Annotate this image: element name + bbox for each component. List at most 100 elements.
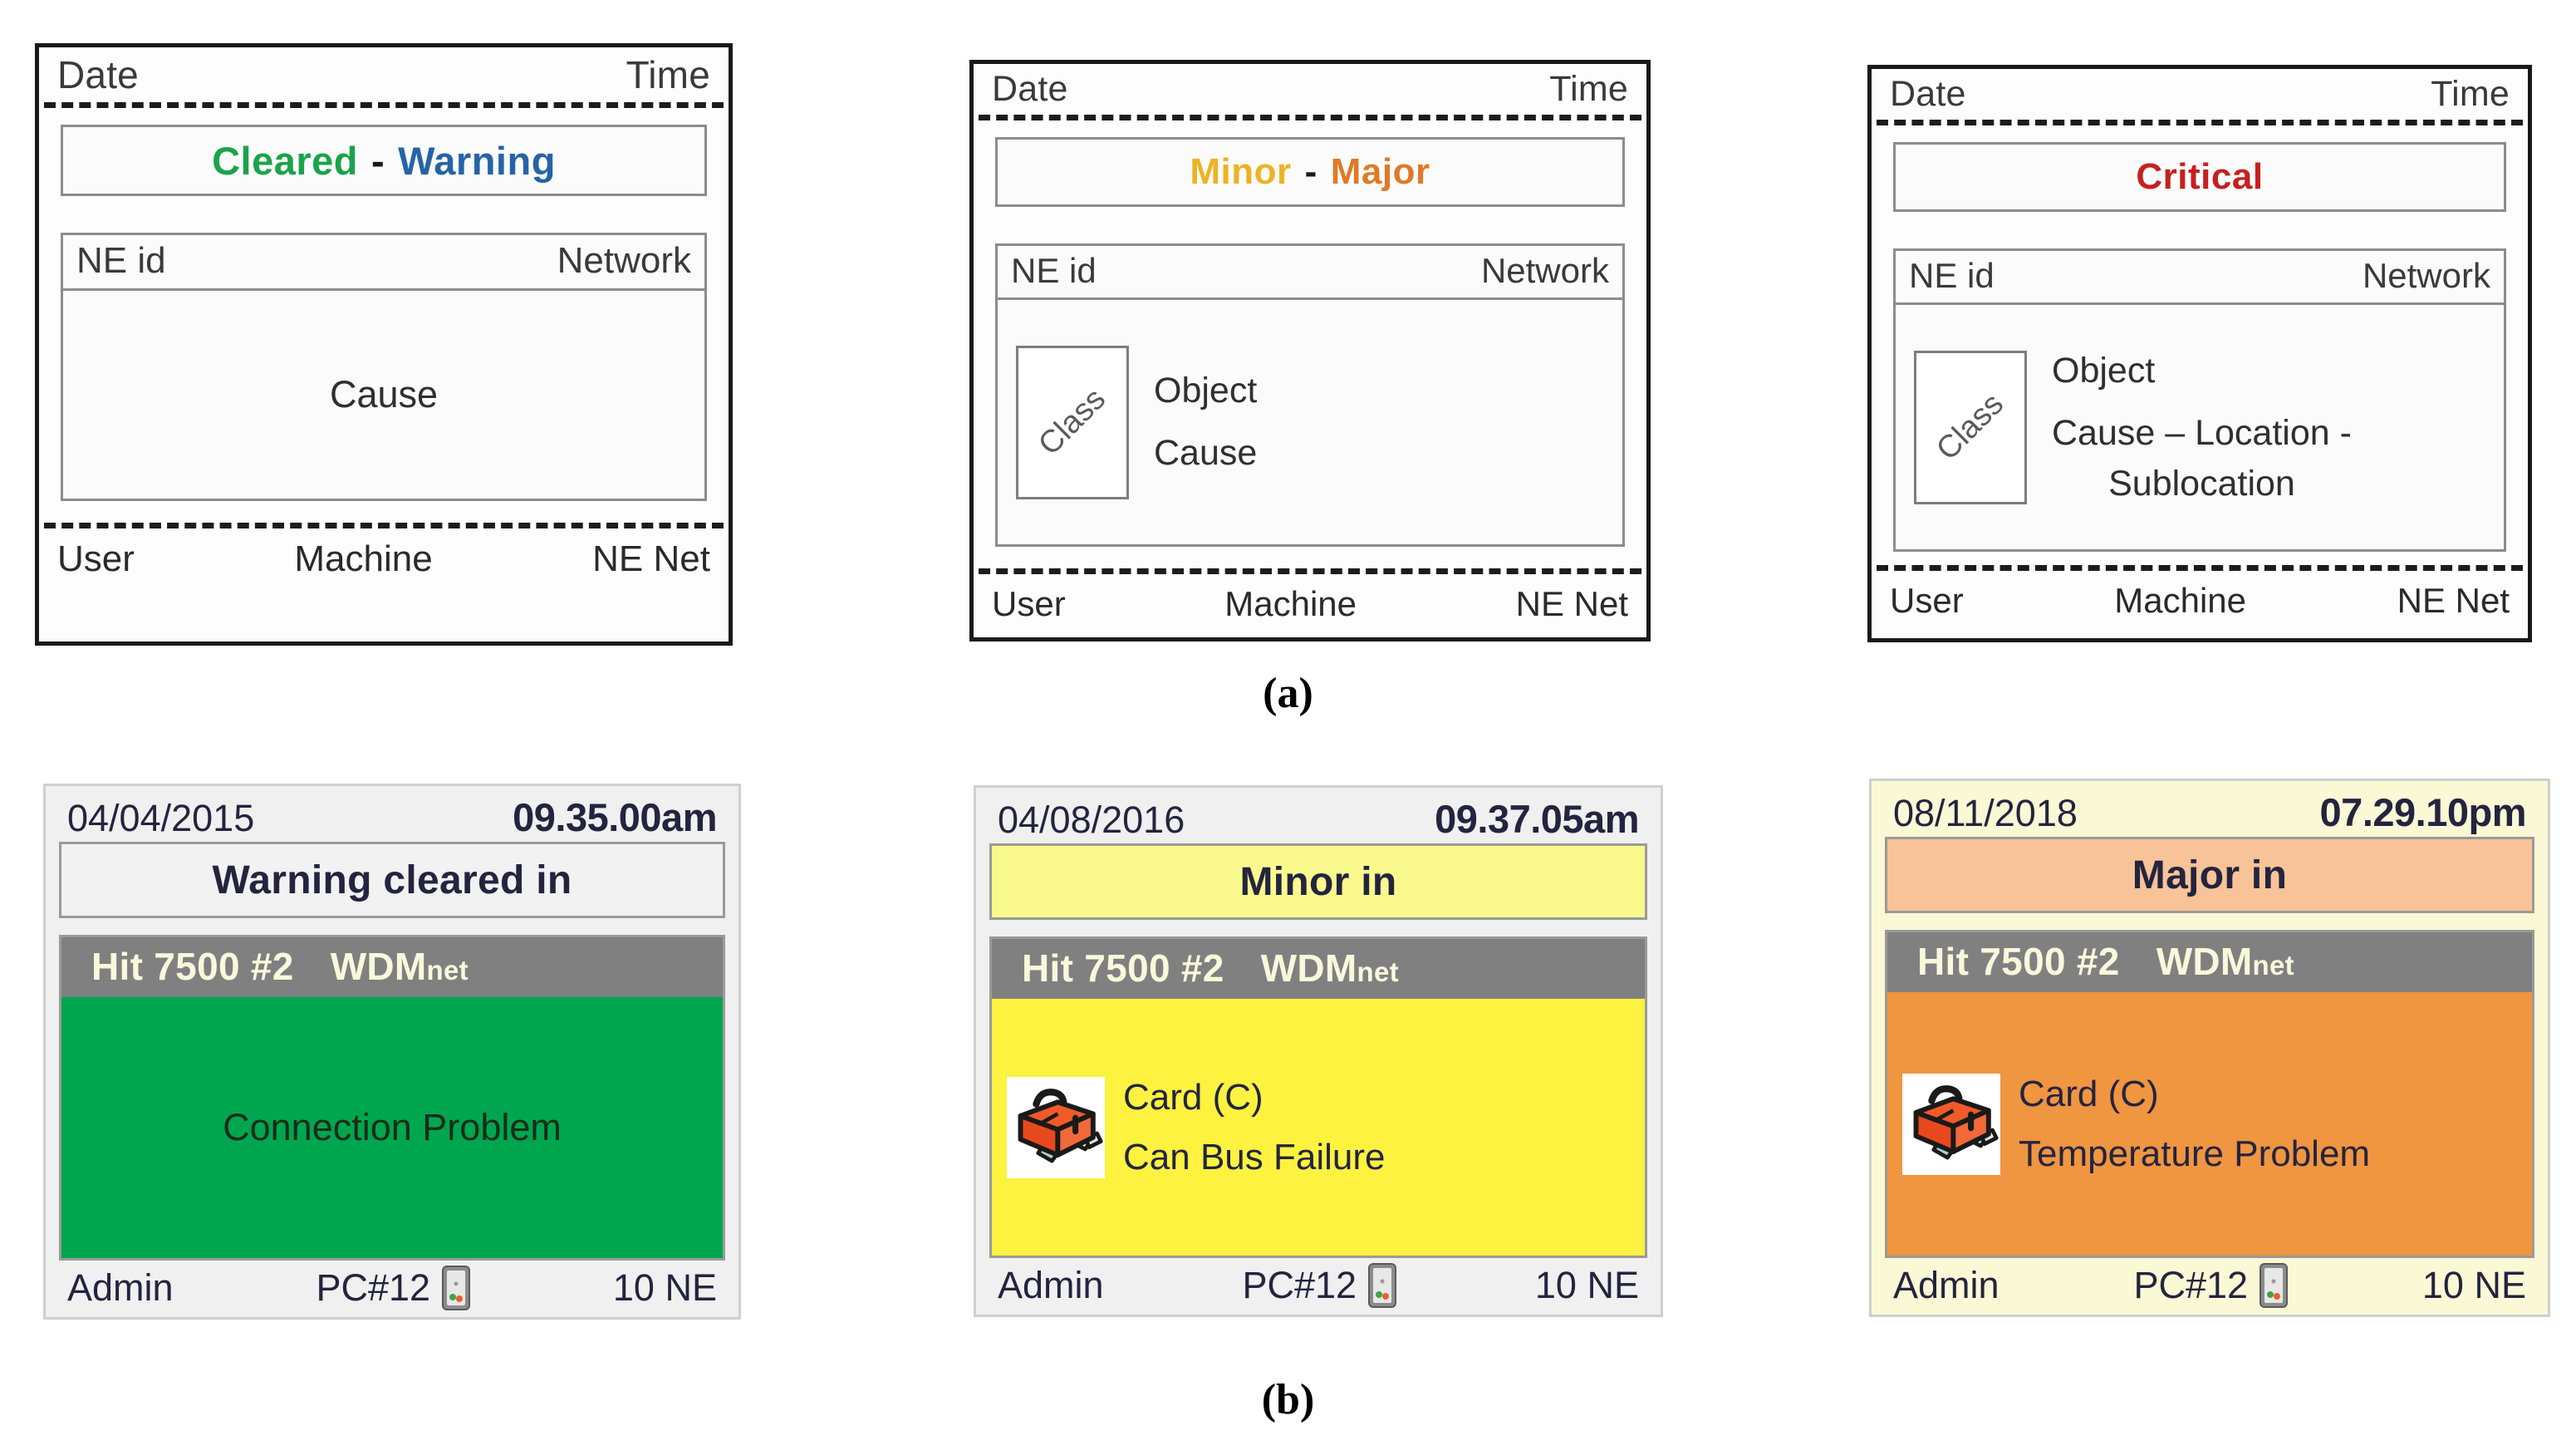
alarm-card-warning-cleared[interactable]: 04/04/2015 09.35.00am Warning cleared in… xyxy=(43,784,741,1320)
top-dashed-divider xyxy=(44,102,724,108)
network-label: Network xyxy=(2362,256,2490,295)
alarm-machine-group: PC#12 xyxy=(1242,1263,1397,1308)
bottom-dashed-divider xyxy=(1877,565,2523,571)
alarm-machine: PC#12 xyxy=(316,1266,431,1309)
ne-content: Cause xyxy=(63,291,704,499)
severity-box: Minor - Major xyxy=(995,137,1625,207)
alarm-machine: PC#12 xyxy=(1242,1264,1357,1306)
alarm-main: Hit 7500 #2 WDMnet xyxy=(989,936,1647,1258)
date-label: Date xyxy=(992,69,1068,109)
severity-warning-label: Warning xyxy=(398,138,556,183)
template-card-critical: Date Time Critical NE id Network Class xyxy=(1867,65,2532,642)
caption-a: (a) xyxy=(1263,670,1313,717)
alarm-ne-id: Hit 7500 #2 xyxy=(1917,940,2120,983)
device-icon xyxy=(442,1266,471,1310)
alarm-user: Admin xyxy=(67,1266,174,1309)
alarm-cause-area: Connection Problem xyxy=(61,997,723,1258)
class-label: Class xyxy=(1032,381,1113,463)
cause-line-1: Card (C) xyxy=(1123,1076,1263,1118)
alarm-footer: Admin PC#12 10 NE xyxy=(989,1258,1647,1308)
object-label: Object xyxy=(2052,350,2156,391)
alarm-cause-text: Connection Problem xyxy=(223,1106,562,1148)
template-body: Cleared - Warning NE id Network Cause xyxy=(39,108,729,501)
template-footer: User Machine NE Net xyxy=(39,535,729,585)
cause-label: Cause xyxy=(329,373,439,415)
severity-separator: - xyxy=(371,138,385,183)
ne-net-label: NE Net xyxy=(2397,581,2510,620)
alarm-cause-group: Card (C) Can Bus Failure xyxy=(1007,1076,1385,1178)
template-card-minor-major: Date Time Minor - Major NE id Network xyxy=(969,60,1651,641)
severity-major-label: Major xyxy=(1330,151,1430,192)
ne-content: Class Object Cause – Location - Sublocat… xyxy=(1896,305,2504,549)
severity-cleared-label: Cleared xyxy=(212,138,359,183)
ne-box: NE id Network Class Object Cause xyxy=(995,243,1625,547)
user-label: User xyxy=(1890,581,1964,620)
top-dashed-divider xyxy=(979,115,1641,120)
user-label: User xyxy=(992,584,1066,623)
date-label: Date xyxy=(57,53,139,96)
alarm-card-minor[interactable]: 04/08/2016 09.37.05am Minor in Hit 7500 … xyxy=(974,785,1663,1317)
top-dashed-divider xyxy=(1877,120,2523,125)
template-card-cleared-warning: Date Time Cleared - Warning NE id Networ… xyxy=(35,43,733,646)
alarm-time: 07.29.10pm xyxy=(2319,790,2527,834)
severity-critical-label: Critical xyxy=(2136,156,2264,197)
alarm-status-badge: Minor in xyxy=(989,843,1647,920)
template-footer: User Machine NE Net xyxy=(974,581,1646,629)
ne-net-label: NE Net xyxy=(1515,584,1628,623)
class-label: Class xyxy=(1930,386,2011,468)
template-topbar: Date Time xyxy=(1872,69,2528,116)
alarm-ne-bar: Hit 7500 #2 WDMnet xyxy=(61,937,723,997)
ne-content: Class Object Cause xyxy=(998,300,1622,544)
ne-id-label: NE id xyxy=(1011,251,1097,290)
cause-location-label: Cause – Location - xyxy=(2052,412,2352,453)
alarm-card-major[interactable]: 08/11/2018 07.29.10pm Major in Hit 7500 … xyxy=(1869,779,2550,1317)
alarm-datetime: 04/08/2016 09.37.05am xyxy=(989,796,1647,843)
device-icon xyxy=(1368,1263,1397,1308)
alarm-ne-id: Hit 7500 #2 xyxy=(91,945,294,988)
alarm-machine-group: PC#12 xyxy=(316,1266,471,1310)
alarm-user: Admin xyxy=(998,1264,1104,1306)
ne-header: NE id Network xyxy=(1896,251,2504,305)
ne-box: NE id Network Class Object Cause – Locat… xyxy=(1893,248,2506,552)
ne-net-label: NE Net xyxy=(592,538,710,579)
toolbox-icon xyxy=(1902,1073,2000,1175)
alarm-footer: Admin PC#12 10 NE xyxy=(1885,1258,2534,1308)
template-row: Date Time Cleared - Warning NE id Networ… xyxy=(0,25,2576,656)
alarm-status-badge: Warning cleared in xyxy=(59,842,725,918)
alarm-ne-count: 10 NE xyxy=(2421,1264,2526,1306)
caption-b: (b) xyxy=(1261,1376,1315,1423)
alarm-footer: Admin PC#12 10 NE xyxy=(59,1261,725,1310)
alarm-ne-id: Hit 7500 #2 xyxy=(1022,946,1224,990)
network-name: WDM xyxy=(2156,940,2253,983)
network-label: Network xyxy=(1480,251,1609,290)
alarm-ne-count: 10 NE xyxy=(1534,1264,1639,1306)
alarm-status-badge: Major in xyxy=(1885,837,2534,913)
cause-line-1: Card (C) xyxy=(2019,1073,2159,1114)
cause-line-2: Temperature Problem xyxy=(2019,1133,2371,1174)
object-cause-lines: Object Cause xyxy=(1154,371,1257,474)
machine-label: Machine xyxy=(294,538,433,579)
alarm-cause-area: Card (C) Can Bus Failure xyxy=(992,999,1645,1256)
network-suffix: net xyxy=(1357,956,1399,987)
ne-box: NE id Network Cause xyxy=(61,233,707,501)
network-name: WDM xyxy=(330,945,427,988)
alarm-ne-bar: Hit 7500 #2 WDMnet xyxy=(992,939,1645,999)
class-box: Class xyxy=(1016,345,1129,499)
bottom-dashed-divider xyxy=(44,523,724,528)
date-label: Date xyxy=(1890,74,1966,114)
template-topbar: Date Time xyxy=(974,64,1646,111)
time-label: Time xyxy=(626,53,710,96)
cause-label: Cause xyxy=(1154,433,1258,473)
alarm-cause-text: Card (C) Temperature Problem xyxy=(2019,1074,2370,1175)
alarm-network: WDMnet xyxy=(1261,946,1399,990)
alarm-date: 04/08/2016 xyxy=(998,799,1185,841)
machine-label: Machine xyxy=(2114,581,2247,620)
severity-separator: - xyxy=(1304,151,1317,192)
network-label: Network xyxy=(557,240,691,281)
template-body: Minor - Major NE id Network Class Obje xyxy=(974,120,1646,547)
network-suffix: net xyxy=(2252,950,2294,981)
sublocation-label: Sublocation xyxy=(2108,463,2295,504)
alarm-ne-count: 10 NE xyxy=(612,1266,717,1309)
alarm-user: Admin xyxy=(1893,1264,1999,1306)
